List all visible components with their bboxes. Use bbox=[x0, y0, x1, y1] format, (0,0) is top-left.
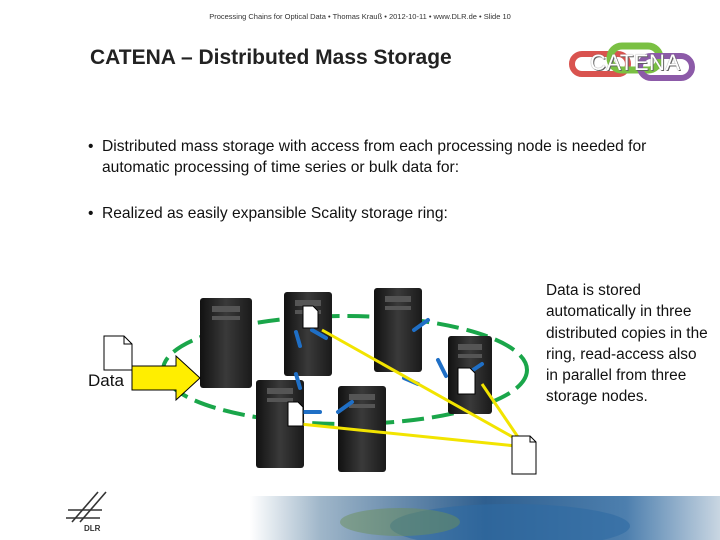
document-icon bbox=[457, 367, 476, 395]
document-icon bbox=[302, 305, 319, 329]
diagram-caption: Data is stored automatically in three di… bbox=[546, 282, 708, 406]
chain-links-icon bbox=[569, 42, 695, 81]
server-node bbox=[200, 298, 252, 388]
bottom-image-strip bbox=[250, 496, 720, 540]
logo-text: CATENA bbox=[590, 50, 681, 75]
input-arrow-icon bbox=[131, 354, 201, 402]
catena-logo: CATENA bbox=[568, 38, 698, 90]
bullet-marker: • bbox=[88, 138, 94, 155]
document-icon bbox=[287, 401, 304, 427]
dlr-logo-text: DLR bbox=[84, 524, 101, 533]
output-document-icon bbox=[511, 435, 537, 475]
header-line: Processing Chains for Optical Data • Tho… bbox=[209, 12, 511, 21]
bullet-item: • Distributed mass storage with access f… bbox=[88, 136, 648, 178]
server-node bbox=[374, 288, 422, 372]
replication-arrows bbox=[299, 328, 522, 448]
input-document-icon bbox=[103, 335, 133, 371]
storage-ring-diagram bbox=[103, 288, 537, 475]
slide-title: CATENA – Distributed Mass Storage bbox=[90, 46, 452, 69]
data-label: Data bbox=[88, 371, 124, 390]
server-node bbox=[284, 292, 332, 376]
bullet-marker: • bbox=[88, 205, 94, 222]
bullet-text: Realized as easily expansible Scality st… bbox=[102, 205, 448, 222]
bullet-item: • Realized as easily expansible Scality … bbox=[88, 203, 648, 224]
dlr-logo-icon bbox=[66, 491, 107, 523]
bullet-text: Distributed mass storage with access fro… bbox=[102, 138, 647, 176]
